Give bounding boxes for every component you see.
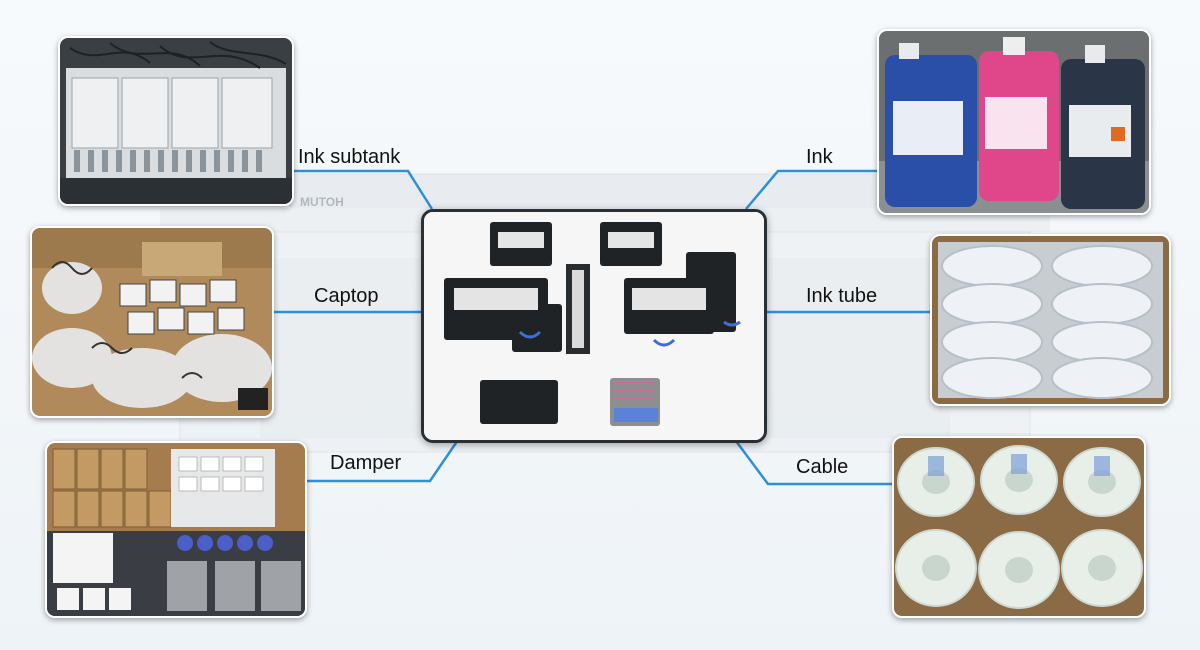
label-cable: Cable: [796, 456, 849, 478]
label-captop: Captop: [314, 285, 379, 307]
label-ink: Ink: [806, 146, 833, 168]
damper-photo: [45, 441, 307, 618]
label-ink-tube: Ink tube: [806, 285, 878, 307]
center-product-photo: [421, 209, 767, 443]
cable-photo: [892, 436, 1146, 618]
label-damper: Damper: [330, 452, 402, 474]
ink-subtank-photo: [58, 36, 294, 206]
printer-brand: MUTOH: [300, 195, 344, 209]
ink-photo: [877, 29, 1151, 215]
captop-photo: [30, 226, 274, 418]
label-ink-subtank: Ink subtank: [298, 146, 401, 168]
ink-tube-photo: [930, 234, 1171, 406]
